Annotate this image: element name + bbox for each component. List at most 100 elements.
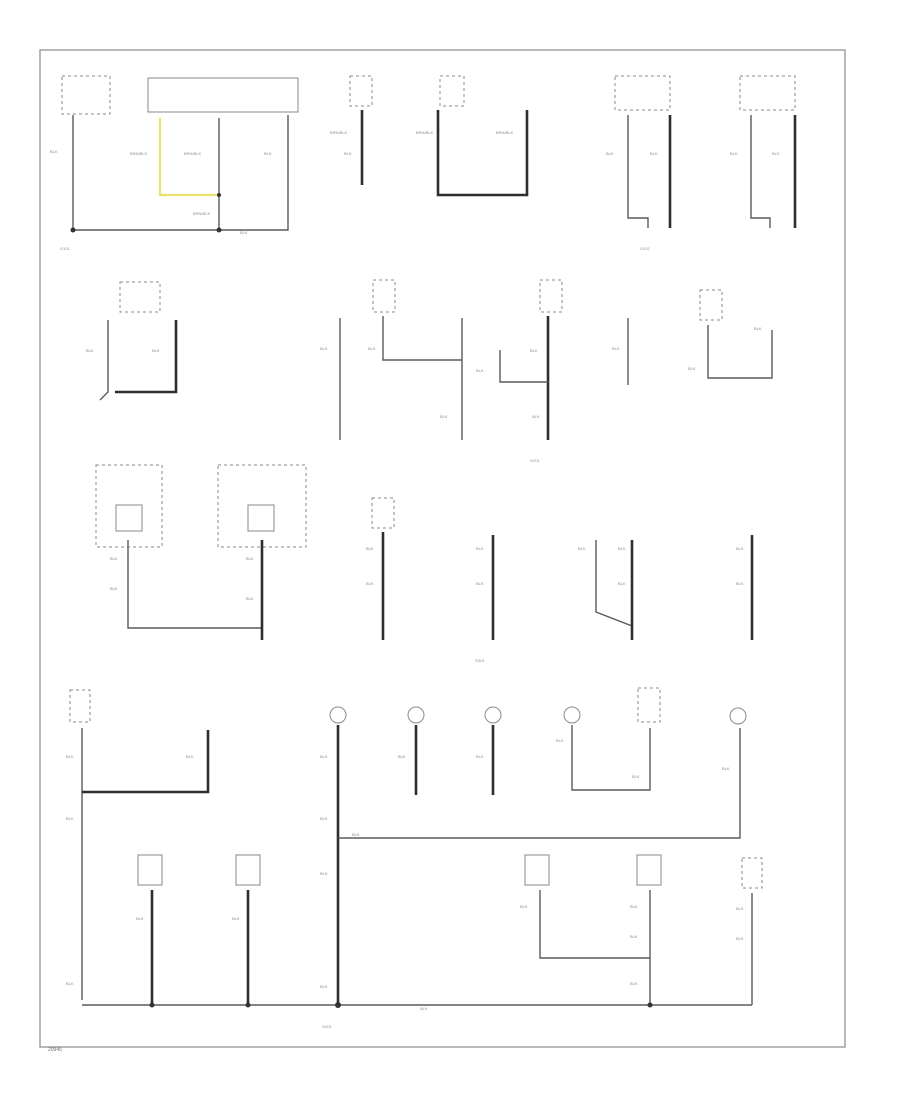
bulb-icon: [484, 706, 502, 724]
wire-color-label: BLK: [86, 348, 94, 353]
component-box: [539, 279, 563, 313]
component-box: [372, 279, 396, 313]
component-group: BRN/BLK BRN/BLK: [416, 75, 529, 197]
component-group: BLK BLK BLK: [320, 279, 463, 440]
wire-color-label: BLK: [476, 581, 484, 586]
component-box: [636, 854, 662, 886]
wire-color-label: BLK: [630, 934, 638, 939]
wire: [571, 725, 651, 791]
wire-color-label: BLK: [246, 596, 254, 601]
wire-color-label: BRN/BLK: [193, 211, 210, 216]
ground-group-g101: BLK BRN/BLK BRN/BLK BLK BRN/BLK BLK G101: [50, 75, 299, 251]
wire-color-label: BLK: [730, 151, 738, 156]
wire-color-label: BLK: [66, 981, 74, 986]
ground-group-g102: BLK BLK G102 BLK BLK: [606, 75, 797, 251]
component-group: BRN/BLK BLK: [330, 75, 373, 185]
splice-point: [149, 1002, 155, 1008]
wire-color-label: BLK: [530, 348, 538, 353]
wire-color-label: BLK: [772, 151, 780, 156]
component-box: [741, 857, 763, 889]
wire-color-label: BLK: [440, 414, 448, 419]
wire-color-label: BLK: [612, 346, 620, 351]
wire-color-label: BLK: [630, 981, 638, 986]
lamp-group: BLK BLK BLK BLK BLK BLK BLK BLK: [320, 687, 747, 1005]
wire: [707, 325, 773, 379]
wire-yellow: [158, 118, 219, 197]
wire: [539, 890, 650, 959]
component-box: [137, 854, 163, 886]
wire-color-label: BLK: [754, 326, 762, 331]
wire: [382, 316, 462, 361]
wire-color-label: BLK: [688, 366, 696, 371]
wire-color-label: BLK: [50, 149, 58, 154]
component-group: BLK BLK BLK BLK: [95, 464, 307, 640]
component-group: BLK BLK: [86, 281, 178, 401]
component-box: [119, 281, 161, 313]
component-box: [439, 75, 465, 107]
wire-color-label: BRN/BLK: [184, 151, 201, 156]
wire-color-label: BRN/BLK: [496, 130, 513, 135]
ground-group-g301: BLK BLK BLK BLK G301 BLK BLK BLK BLK BLK: [366, 497, 754, 663]
footer-code: 20945: [48, 1047, 62, 1053]
ground-label: G401: [322, 1024, 333, 1029]
wire: [115, 320, 178, 394]
wire: [595, 540, 633, 640]
wire-color-label: BLK: [532, 414, 540, 419]
component-box: [115, 504, 143, 532]
wire-color-label: BRN/BLK: [416, 130, 433, 135]
wire-color-label: BLK: [352, 832, 360, 837]
wire-color-label: BLK: [476, 754, 484, 759]
wire-color-label: BLK: [520, 904, 528, 909]
ground-point: [335, 1002, 341, 1008]
diagram-frame: [39, 49, 846, 1048]
wire-color-label: BLK: [320, 871, 328, 876]
bulb-icon: [329, 706, 347, 724]
wire-color-label: BLK: [366, 581, 374, 586]
wire-color-label: BLK: [606, 151, 614, 156]
wire-color-label: BLK: [556, 738, 564, 743]
component-box: [699, 289, 723, 321]
bulb-icon: [729, 707, 747, 725]
wire-color-label: BLK: [246, 556, 254, 561]
ground-group-g201: BLK BLK BLK G201 BLK BLK BLK: [476, 279, 773, 463]
wire-color-label: BLK: [476, 368, 484, 373]
wire-color-label: BRN/BLK: [330, 130, 347, 135]
wire-color-label: BLK: [736, 581, 744, 586]
wire: [750, 115, 771, 228]
component-box: [69, 689, 91, 723]
splice-point: [647, 1002, 653, 1008]
wire-color-label: BLK: [366, 546, 374, 551]
ground-label: G101: [60, 246, 71, 251]
wire-color-label: BLK: [66, 816, 74, 821]
splice-point: [245, 1002, 251, 1008]
wire-color-label: BLK: [476, 546, 484, 551]
wire-color-label: BLK: [420, 1006, 428, 1011]
ground-label: G102: [640, 246, 651, 251]
wire-color-label: BLK: [152, 348, 160, 353]
wire: [499, 350, 548, 383]
ground-label: G201: [530, 458, 541, 463]
component-box: [217, 464, 307, 548]
component-box: [235, 854, 261, 886]
component-box: [247, 504, 275, 532]
bulb-icon: [563, 706, 581, 724]
component-box: [614, 75, 671, 111]
wire-color-label: BLK: [320, 346, 328, 351]
wire-color-label: BLK: [136, 916, 144, 921]
wire-color-label: BLK: [320, 754, 328, 759]
wire-color-label: BLK: [66, 754, 74, 759]
wire-color-label: BLK: [232, 916, 240, 921]
wire: [436, 110, 529, 197]
wire-color-label: BLK: [618, 546, 626, 551]
component-box: [637, 687, 661, 723]
wire-color-label: BLK: [736, 936, 744, 941]
wire: [72, 115, 289, 231]
component-group: BLK BLK BLK BLK: [66, 689, 210, 1000]
wire-color-label: BLK: [368, 346, 376, 351]
wire-color-label: BLK: [398, 754, 406, 759]
wire: [338, 728, 741, 839]
wire-color-label: BLK: [632, 774, 640, 779]
ground-group-g401: BLK BLK BLK BLK BLK BLK BLK BLK BLK BLK …: [82, 854, 763, 1029]
wire: [99, 320, 109, 401]
